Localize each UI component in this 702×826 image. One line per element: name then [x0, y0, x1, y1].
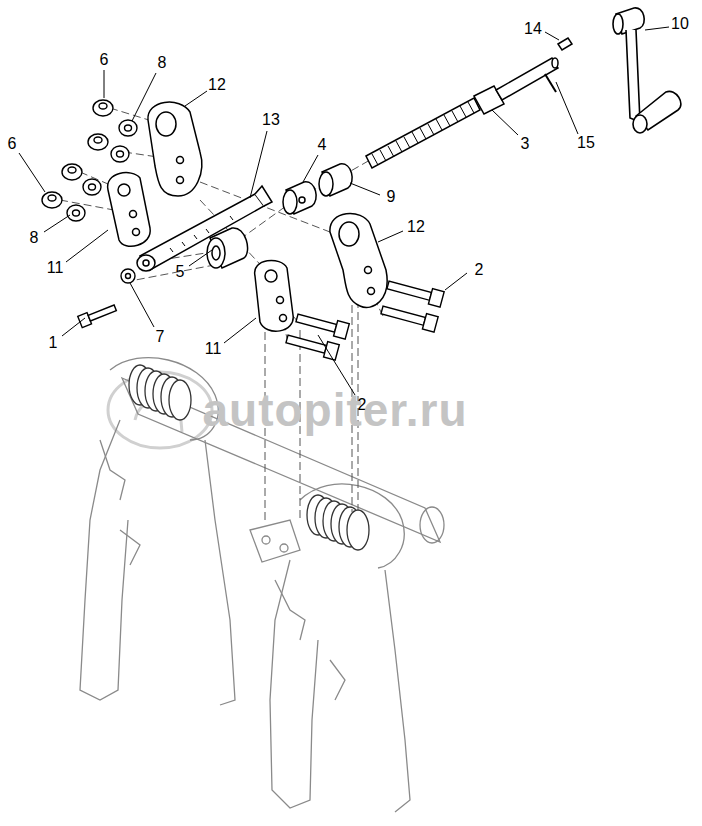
bushing: [207, 164, 352, 268]
callout-number: 6: [100, 52, 109, 68]
callout-number: 4: [318, 137, 327, 153]
callout-number: 3: [521, 136, 530, 152]
plate: [108, 102, 387, 331]
bolt: [78, 277, 444, 360]
callout-number: 10: [671, 16, 689, 32]
callout-number: 12: [208, 77, 226, 93]
callout-number: 2: [475, 262, 484, 278]
callout-number: 8: [30, 230, 39, 246]
callout-number: 13: [262, 112, 280, 128]
callout-number: 1: [49, 335, 58, 351]
callout-number: 15: [577, 135, 595, 151]
leader-line: [19, 27, 669, 395]
threaded-rod: [366, 38, 572, 168]
bar: [137, 186, 272, 271]
callout-number: 5: [176, 264, 185, 280]
callout-number: 11: [47, 260, 64, 276]
nut-and-washer: [42, 100, 137, 283]
callout-number: 6: [8, 136, 17, 152]
callout-number: 7: [156, 329, 165, 345]
callout-number: 14: [524, 21, 542, 37]
callout-number: 9: [387, 189, 396, 205]
watermark: autopiter.ru: [202, 387, 467, 433]
assembly-line: [60, 108, 385, 520]
callout-number: 11: [205, 341, 222, 357]
crank-handle: [613, 8, 681, 133]
callout-number: 8: [158, 55, 167, 71]
callout-number: 12: [407, 219, 425, 235]
